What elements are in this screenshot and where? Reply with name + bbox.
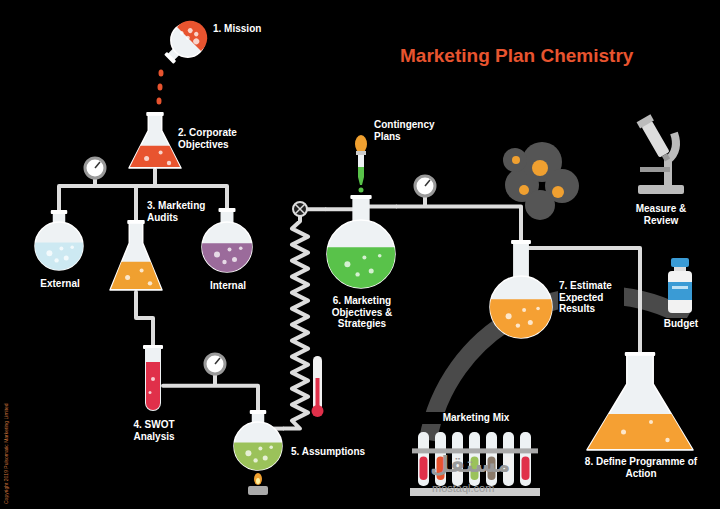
thermometer [312, 356, 324, 417]
pressure-gauge [415, 176, 435, 207]
pipe-connector [554, 248, 640, 352]
flask-drawing [143, 345, 163, 413]
flask-drawing [232, 410, 284, 472]
flask-drawing [630, 115, 690, 195]
pressure-gauge [205, 354, 225, 387]
pipe-connector [136, 292, 153, 345]
flask-drawing [108, 220, 164, 292]
internal-flask: Internal [200, 208, 254, 274]
burner [248, 473, 268, 495]
assumptions-flask: 5. Assumptions [232, 410, 284, 472]
pressure-gauge [85, 158, 105, 186]
flask-drawing [488, 240, 554, 340]
flask-label: Measure & Review [622, 203, 700, 226]
flask-drawing [325, 195, 397, 290]
flask-label: 1. Mission [212, 23, 294, 35]
audits-flask: 3. Marketing Audits [108, 220, 164, 292]
flask-label: 3. Marketing Audits [146, 200, 216, 223]
mission-flask: 1. Mission [160, 18, 210, 63]
budget-vial: Budget [666, 258, 694, 313]
external-flask: External [33, 210, 85, 272]
flask-label: 7. Estimate Expected Results [558, 280, 624, 315]
flask-drawing [666, 258, 694, 313]
flask-drawing [585, 352, 695, 452]
action-flask: 8. Define Programme of Action [585, 352, 695, 452]
drips [157, 70, 364, 193]
watermark: mostaql.com [432, 482, 494, 494]
pipe-connector [59, 170, 155, 210]
flask-label: 4. SWOT Analysis [121, 419, 187, 442]
flask-label: 5. Assumptions [290, 446, 382, 458]
pipe-connector [163, 386, 258, 410]
microscope: Measure & Review [630, 115, 690, 195]
flask-label: Contingency Plans [373, 119, 439, 142]
flask-drawing [33, 210, 85, 272]
flask-label: 2. Corporate Objectives [177, 127, 251, 150]
objectives-flask: 2. Corporate Objectives [127, 112, 183, 170]
flask-drawing [160, 18, 210, 63]
flask-label: 6. Marketing Objectives & Strategies [315, 295, 409, 330]
valve-wheel [293, 202, 307, 216]
objectives-flask: 6. Marketing Objectives & Strategies [325, 195, 397, 290]
flask-label: Budget [652, 318, 710, 330]
results-flask: 7. Estimate Expected Results [488, 240, 554, 340]
flask-label: External [29, 278, 91, 290]
flask-drawing [200, 208, 254, 274]
flask-drawing [353, 135, 369, 185]
contingency-dropper: Contingency Plans [353, 135, 369, 185]
copyright-note: Copyright 2019 Pulsomatic Marketing Limi… [3, 403, 9, 504]
poster-title: Marketing Plan Chemistry [400, 45, 633, 67]
flask-label: Marketing Mix [410, 412, 542, 424]
pipe-connector [397, 206, 521, 240]
flask-label: Internal [197, 280, 259, 292]
flask-drawing [127, 112, 183, 170]
watermark: مستقل [430, 452, 510, 477]
swot-tube: 4. SWOT Analysis [143, 345, 163, 413]
flask-label: 8. Define Programme of Action [580, 456, 702, 479]
